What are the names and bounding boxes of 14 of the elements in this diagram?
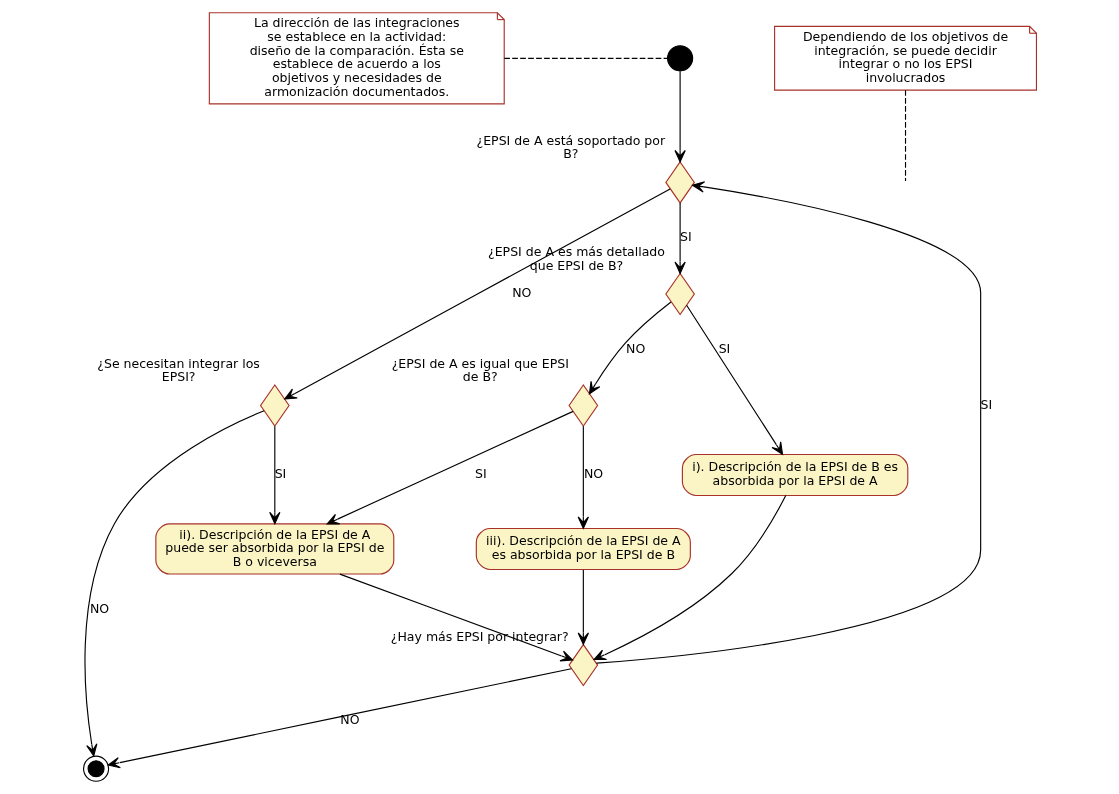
edge-label: SI xyxy=(980,396,992,412)
edge-label: SI xyxy=(274,466,286,482)
edge-label: NO xyxy=(339,712,360,728)
node-label: ¿Se necesitan integrar los EPSI? xyxy=(96,355,260,385)
edge-label: SI xyxy=(474,466,487,482)
edge-label: NO xyxy=(583,466,603,482)
node-label: ¿Hay más EPSI por integrar? xyxy=(390,628,569,644)
edge-label: SI xyxy=(718,340,730,356)
edge-label: NO xyxy=(625,340,645,356)
node-label: ¿EPSI de A es igual que EPSI de B? xyxy=(391,355,569,385)
edge-label: NO xyxy=(511,285,531,301)
edge-label: NO xyxy=(89,600,109,616)
node-label: ¿EPSI de A está soportado por B? xyxy=(476,132,665,162)
edge-label: SI xyxy=(679,229,692,245)
